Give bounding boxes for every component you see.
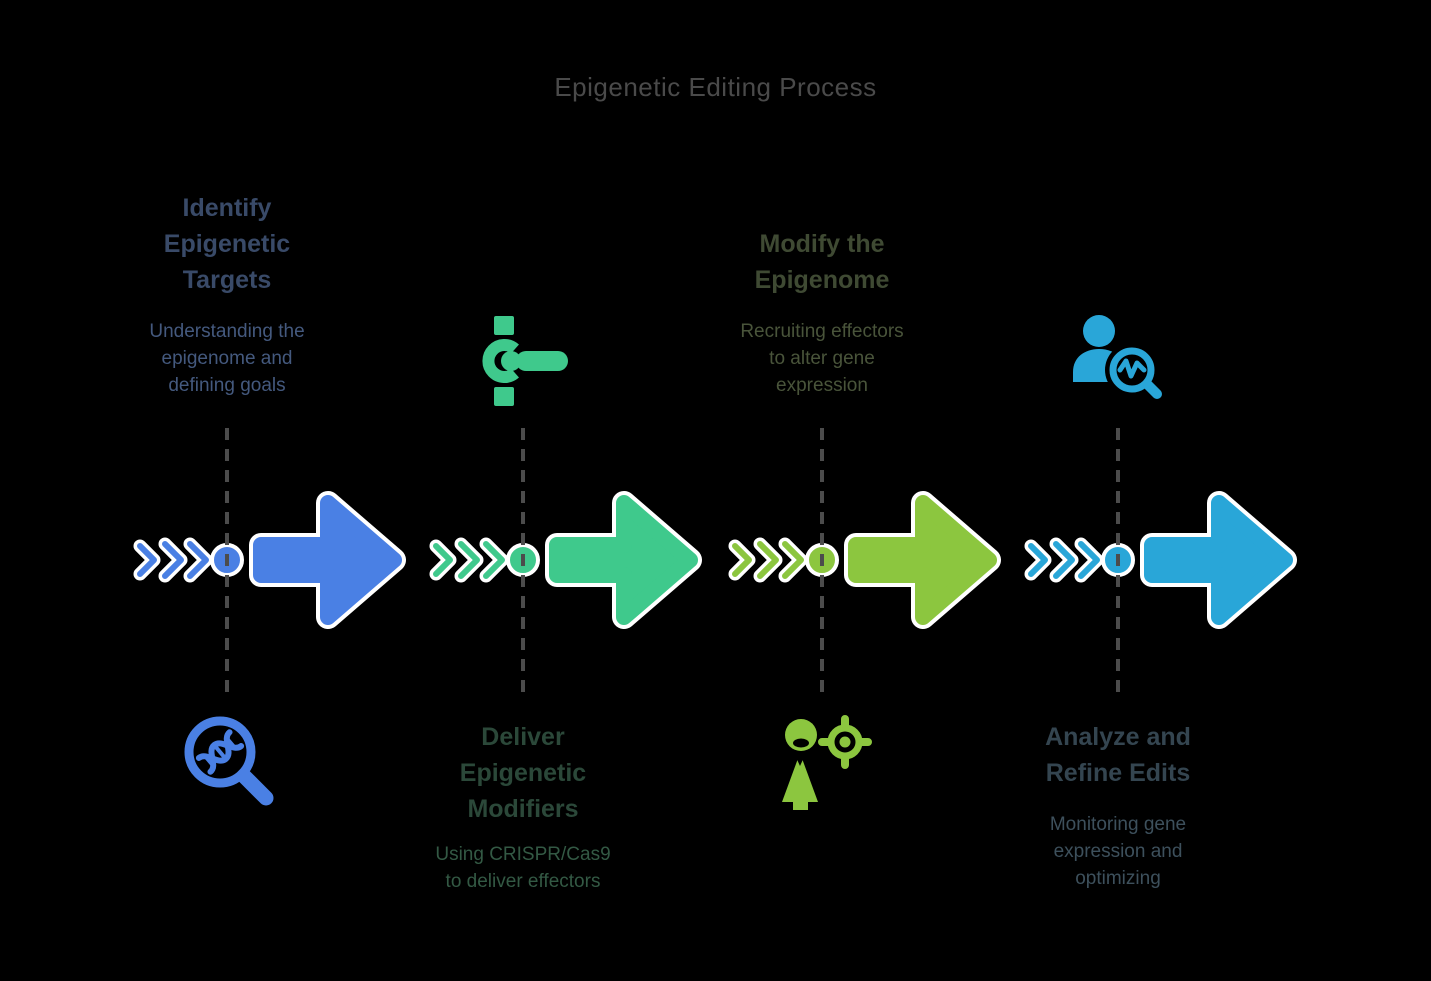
step2-timeline-dashed-line [521, 428, 525, 700]
person-crosshair-icon [772, 712, 872, 812]
step3-timeline-dashed-line [820, 428, 824, 700]
step3-heading: Modify the Epigenome [754, 230, 890, 294]
step3-description: Recruiting effectors to alter gene expre… [740, 321, 904, 396]
step1-arrow-right-icon [248, 485, 408, 635]
step2-description: Using CRISPR/Cas9 to deliver effectors [435, 844, 611, 892]
magnifier-dna-icon [180, 712, 280, 812]
step1-triple-chevron-icon [133, 537, 215, 583]
step4-arrow-right-icon [1139, 485, 1299, 635]
person-analytics-magnifier-icon [1068, 310, 1168, 410]
step3-arrow-right-icon [843, 485, 1003, 635]
step4-timeline-dashed-line [1116, 428, 1120, 700]
delivery-handle-icon [480, 316, 570, 406]
step4-heading: Analyze and Refine Edits [1045, 723, 1191, 787]
step2-triple-chevron-icon [429, 537, 511, 583]
step1-description: Understanding the epigenome and defining… [149, 321, 305, 396]
step3-triple-chevron-icon [728, 537, 810, 583]
diagram-title: Epigenetic Editing Process [554, 72, 877, 102]
step1-timeline-dashed-line [225, 428, 229, 700]
step2-heading: Deliver Epigenetic Modifiers [459, 723, 587, 823]
step4-triple-chevron-icon [1024, 537, 1106, 583]
step2-arrow-right-icon [544, 485, 704, 635]
step1-heading: Identify Epigenetic Targets [163, 194, 291, 294]
step4-description: Monitoring gene expression and optimizin… [1049, 814, 1187, 889]
